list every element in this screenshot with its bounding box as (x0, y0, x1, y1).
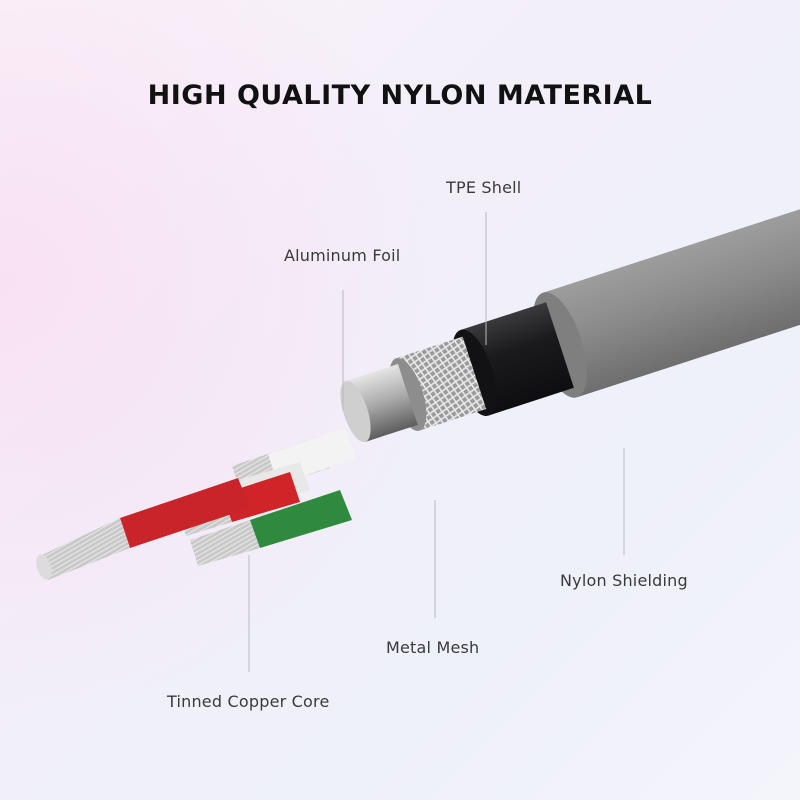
tpe-shell (543, 193, 800, 398)
label-metal-mesh: Metal Mesh (386, 638, 480, 657)
label-aluminum-foil: Aluminum Foil (284, 246, 401, 265)
label-tinned-copper-core: Tinned Copper Core (167, 692, 330, 711)
inner-wires (36, 428, 356, 580)
label-nylon-shielding: Nylon Shielding (560, 571, 688, 590)
page-title: HIGH QUALITY NYLON MATERIAL (147, 80, 653, 111)
label-tpe-shell: TPE Shell (446, 178, 522, 197)
